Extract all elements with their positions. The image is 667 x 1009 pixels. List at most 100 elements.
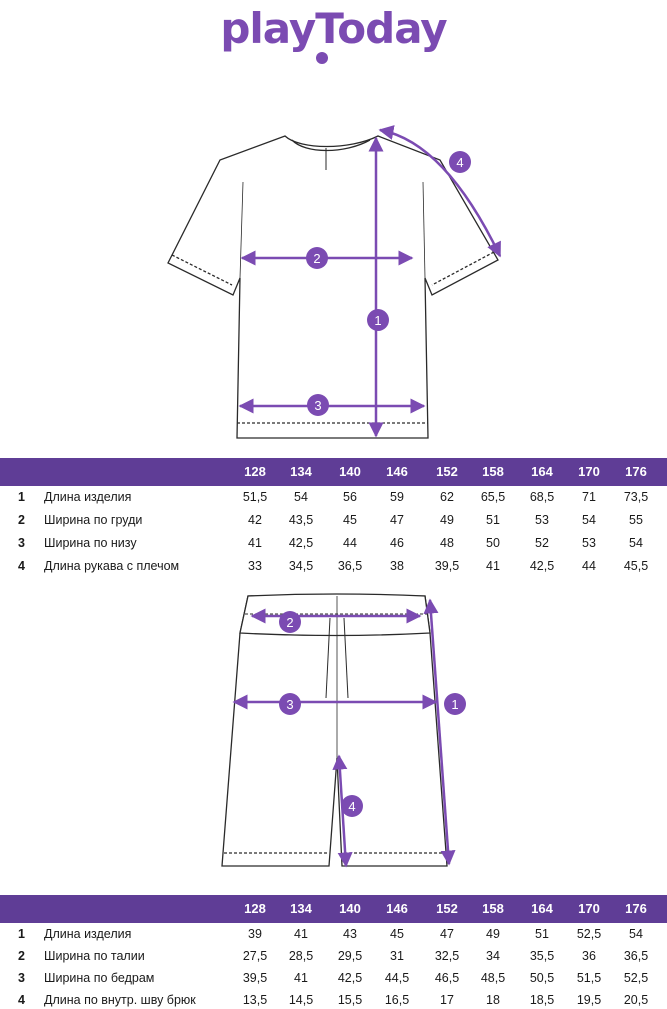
tshirt-callout-1: 1 (374, 313, 381, 328)
row-number: 1 (18, 927, 25, 941)
row-label: Длина изделия (44, 927, 132, 941)
table-cell: 46 (390, 536, 404, 550)
table-cell: 59 (390, 490, 404, 504)
size-header: 152 (436, 901, 458, 916)
table-cell: 65,5 (480, 490, 506, 504)
table-cell: 45 (343, 513, 357, 527)
shorts-drawing: 1 2 3 4 (221, 593, 466, 868)
table-cell: 20,5 (623, 993, 649, 1007)
size-header: 170 (578, 901, 600, 916)
table-cell: 18,5 (529, 993, 555, 1007)
size-header: 146 (386, 464, 408, 479)
row-label: Длина рукава с плечом (44, 559, 180, 573)
table-cell: 45 (390, 927, 404, 941)
size-header: 146 (386, 901, 408, 916)
table-cell: 28,5 (288, 949, 314, 963)
row-number: 4 (18, 559, 25, 573)
size-header: 134 (290, 464, 312, 479)
tshirt-size-table: 128 134 140 146 152 158 164 170 176 1 Дл… (0, 458, 667, 578)
table-cell: 41 (248, 536, 262, 550)
row-number: 1 (18, 490, 25, 504)
table-cell: 42,5 (337, 971, 363, 985)
table-cell: 73,5 (623, 490, 649, 504)
table-cell: 49 (440, 513, 454, 527)
table-cell: 44 (582, 559, 596, 573)
table-cell: 50,5 (529, 971, 555, 985)
size-header: 158 (482, 464, 504, 479)
table-cell: 53 (582, 536, 596, 550)
table-cell: 41 (294, 927, 308, 941)
size-header: 128 (244, 464, 266, 479)
row-label: Ширина по груди (44, 513, 143, 527)
shorts-callout-3: 3 (286, 697, 293, 712)
table-cell: 44,5 (384, 971, 410, 985)
table-cell: 41 (486, 559, 500, 573)
logo-text: playToday (220, 4, 447, 53)
table-cell: 38 (390, 559, 404, 573)
table-cell: 47 (390, 513, 404, 527)
size-header: 164 (531, 464, 553, 479)
size-header: 158 (482, 901, 504, 916)
table-cell: 47 (440, 927, 454, 941)
table-cell: 52 (535, 536, 549, 550)
table-cell: 36,5 (337, 559, 363, 573)
table-cell: 54 (629, 927, 643, 941)
row-number: 2 (18, 513, 25, 527)
row-label: Ширина по низу (44, 536, 137, 550)
table-cell: 55 (629, 513, 643, 527)
table-cell: 45,5 (623, 559, 649, 573)
table-cell: 49 (486, 927, 500, 941)
table-cell: 42,5 (288, 536, 314, 550)
table-cell: 54 (629, 536, 643, 550)
tshirt-outline (167, 135, 499, 439)
table-cell: 18 (486, 993, 500, 1007)
table-cell: 53 (535, 513, 549, 527)
table-cell: 36 (582, 949, 596, 963)
table-row: 2 Ширина по груди 42 43,5 45 47 49 51 53… (0, 509, 667, 532)
shorts-outline (221, 593, 448, 867)
tshirt-callout-3: 3 (314, 398, 321, 413)
table-cell: 50 (486, 536, 500, 550)
table-cell: 62 (440, 490, 454, 504)
table-cell: 44 (343, 536, 357, 550)
size-header: 176 (625, 901, 647, 916)
logo-dot-icon (316, 52, 328, 64)
shorts-callout-1: 1 (451, 697, 458, 712)
table-cell: 51,5 (242, 490, 268, 504)
table-cell: 13,5 (242, 993, 268, 1007)
table-cell: 46,5 (434, 971, 460, 985)
table-header: 128 134 140 146 152 158 164 170 176 (0, 458, 667, 486)
row-number: 3 (18, 536, 25, 550)
table-cell: 17 (440, 993, 454, 1007)
size-header: 128 (244, 901, 266, 916)
size-header: 170 (578, 464, 600, 479)
table-cell: 16,5 (384, 993, 410, 1007)
table-cell: 48 (440, 536, 454, 550)
tshirt-drawing: 1 2 3 4 (167, 125, 502, 439)
table-cell: 43,5 (288, 513, 314, 527)
table-row: 1 Длина изделия 39 41 43 45 47 49 51 52,… (0, 923, 667, 945)
table-cell: 71 (582, 490, 596, 504)
table-cell: 29,5 (337, 949, 363, 963)
shorts-size-table: 128 134 140 146 152 158 164 170 176 1 Дл… (0, 895, 667, 1009)
row-label: Длина по внутр. шву брюк (44, 993, 196, 1007)
tshirt-callouts (306, 151, 471, 416)
shorts-callouts (279, 611, 466, 817)
table-cell: 42 (248, 513, 262, 527)
table-cell: 52,5 (623, 971, 649, 985)
table-cell: 35,5 (529, 949, 555, 963)
size-header: 176 (625, 464, 647, 479)
table-cell: 48,5 (480, 971, 506, 985)
table-row: 2 Ширина по талии 27,5 28,5 29,5 31 32,5… (0, 945, 667, 967)
table-cell: 43 (343, 927, 357, 941)
table-cell: 31 (390, 949, 404, 963)
table-cell: 68,5 (529, 490, 555, 504)
row-label: Длина изделия (44, 490, 132, 504)
table-cell: 39 (248, 927, 262, 941)
shorts-measure-lines (232, 598, 456, 868)
table-cell: 51,5 (576, 971, 602, 985)
table-cell: 36,5 (623, 949, 649, 963)
row-label: Ширина по талии (44, 949, 145, 963)
row-number: 4 (18, 993, 25, 1007)
table-cell: 19,5 (576, 993, 602, 1007)
